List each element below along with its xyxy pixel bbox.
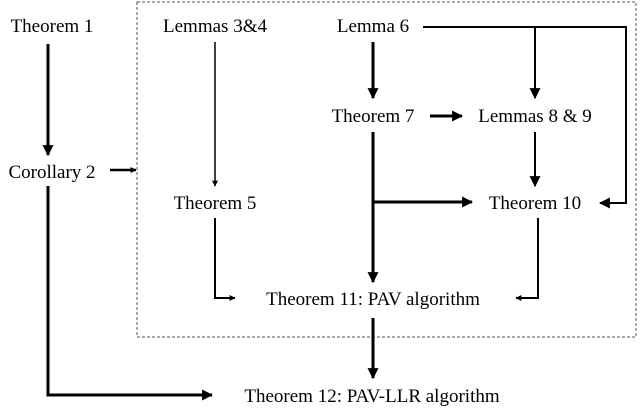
node-lemma-6: Lemma 6: [337, 16, 409, 37]
node-theorem-7: Theorem 7: [332, 106, 415, 127]
edge-theorem5-theorem11: [214, 218, 236, 301]
node-corollary-2: Corollary 2: [8, 162, 95, 183]
lemma-group-box: [136, 1, 637, 338]
node-theorem-11: Theorem 11: PAV algorithm: [266, 289, 480, 310]
edge-corollary2-theorem12: [46, 186, 214, 401]
edge-lemma6-lemmas89: [423, 26, 541, 100]
edge-theorem10-theorem11: [515, 218, 539, 301]
node-theorem-10: Theorem 10: [489, 193, 581, 214]
node-theorem-12: Theorem 12: PAV-LLR algorithm: [244, 386, 499, 407]
node-lemmas-3-4: Lemmas 3&4: [163, 16, 267, 37]
node-theorem-5: Theorem 5: [174, 193, 257, 214]
node-theorem-1: Theorem 1: [11, 16, 94, 37]
node-lemmas-8-9: Lemmas 8 & 9: [478, 106, 591, 127]
edge-lemma6-theorem10: [535, 26, 627, 209]
